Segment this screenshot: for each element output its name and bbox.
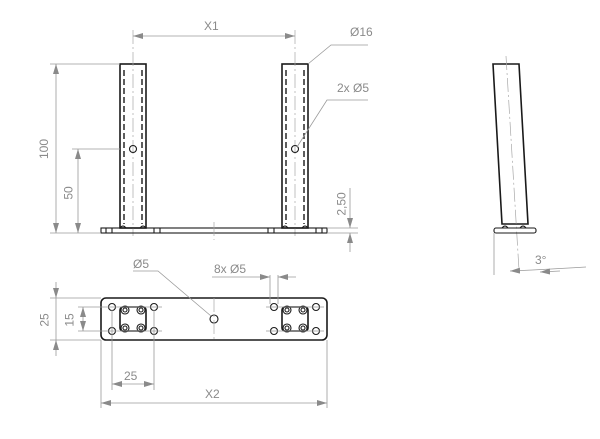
side-view	[492, 55, 587, 275]
label-thickness-2-50: 2,50	[334, 192, 349, 216]
dim-50	[72, 148, 120, 233]
label-angle-3: 3°	[535, 253, 547, 267]
cross-hole-right	[290, 144, 300, 154]
label-mount-holes: 8x Ø5	[214, 262, 247, 276]
label-x1: X1	[204, 19, 219, 33]
label-hole-pitch-15: 15	[62, 313, 77, 327]
label-height-50: 50	[61, 186, 76, 200]
label-height-100: 100	[37, 138, 52, 160]
front-view	[50, 30, 368, 252]
label-diameter-16: Ø16	[350, 25, 373, 39]
leader-cross-holes	[296, 99, 368, 148]
label-x2: X2	[205, 387, 220, 401]
cross-hole-left	[128, 144, 138, 154]
base-plate-front	[100, 222, 328, 240]
right-hole-group	[266, 302, 324, 336]
left-post	[119, 30, 147, 236]
label-plate-width-25: 25	[37, 313, 52, 327]
top-view	[50, 270, 328, 408]
dim-100	[50, 63, 120, 234]
left-hole-group	[104, 302, 162, 336]
dim-2-50	[327, 188, 358, 252]
label-center-hole: Ø5	[133, 257, 150, 271]
leader-diameter-16	[307, 44, 368, 65]
label-hole-pitch-25: 25	[124, 369, 138, 383]
label-cross-holes: 2x Ø5	[337, 81, 370, 95]
right-post	[281, 30, 309, 236]
